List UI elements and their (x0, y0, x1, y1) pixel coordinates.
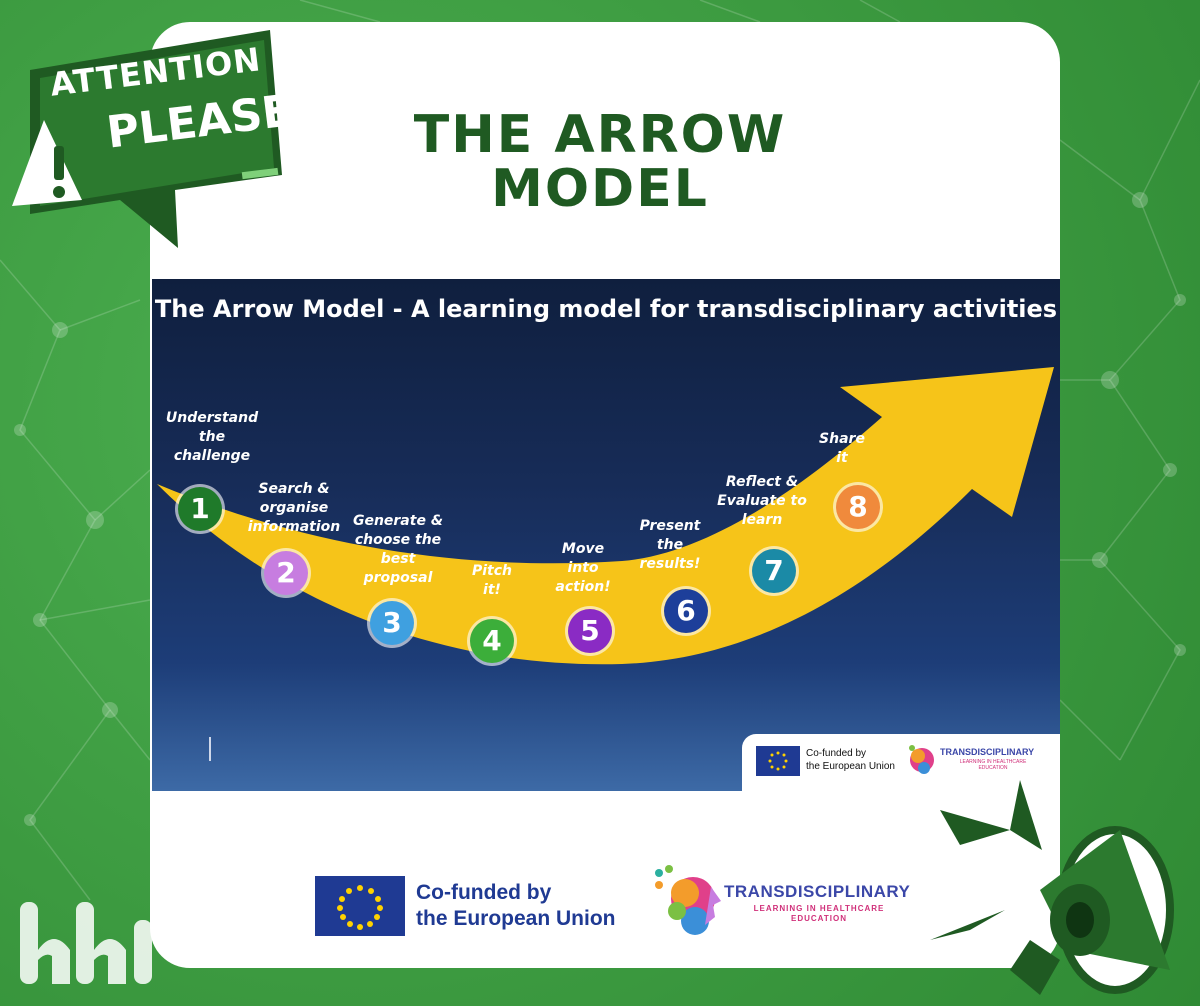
step-2-label: Search & organise information (247, 481, 341, 535)
step-3-circle: 3 (370, 601, 414, 645)
transdisciplinary-head-logo-icon (655, 865, 721, 935)
eu-flag-icon (315, 876, 405, 936)
warning-exclamation-icon (53, 146, 65, 198)
slide-logos: Co-funded by the European Union TRANSDIS… (742, 734, 1060, 791)
step-1-label: Understand the challenge (165, 410, 259, 464)
step-6-circle: 6 (664, 589, 708, 633)
step-7-circle: 7 (752, 549, 796, 593)
step-3-label: Generate & choose the best proposal (352, 513, 444, 586)
project-name: TRANSDISCIPLINARY (724, 882, 911, 901)
step-4-label: Pitch it! (471, 563, 513, 598)
step-5-circle: 5 (568, 609, 612, 653)
mini-project-subtitle: LEARNING IN HEALTHCARE EDUCATION (959, 759, 1027, 771)
megaphone-icon (930, 780, 1174, 995)
text-cursor (209, 737, 211, 761)
page-title: THE ARROW MODEL (0, 108, 1200, 216)
mini-eu-flag-icon (756, 746, 800, 776)
slide-title: The Arrow Model - A learning model for t… (154, 295, 1058, 323)
step-8-circle: 8 (836, 485, 880, 529)
arrow-model-slide: The Arrow Model - A learning model for t… (152, 279, 1060, 791)
step-4-circle: 4 (470, 619, 514, 663)
project-subtitle: LEARNING IN HEALTHCARE EDUCATION (753, 904, 885, 923)
mini-head-logo-icon (909, 745, 934, 774)
step-2-circle: 2 (264, 551, 308, 595)
eu-cofunded-text: Co-funded by the European Union (416, 881, 616, 930)
step-6-label: Present the results! (639, 518, 701, 572)
yellow-arrow-shape (157, 367, 1054, 665)
title-line-2: MODEL (491, 159, 709, 219)
org-name: LHFP Barakaldo (164, 912, 284, 960)
step-1-circle: 1 (178, 487, 222, 531)
mini-eu-text: Co-funded by the European Union (806, 748, 895, 772)
step-7-label: Reflect & Evaluate to learn (717, 474, 807, 528)
step-5-label: Move into action! (555, 541, 611, 595)
attention-badge (12, 30, 282, 248)
mini-project-name: TRANSDISCIPLINARY (940, 747, 1035, 757)
title-line-1: THE ARROW (413, 105, 787, 165)
step-8-label: Share it (819, 431, 865, 466)
lhfp-logo-icon (20, 902, 152, 984)
arrow-graphic (157, 367, 1054, 665)
